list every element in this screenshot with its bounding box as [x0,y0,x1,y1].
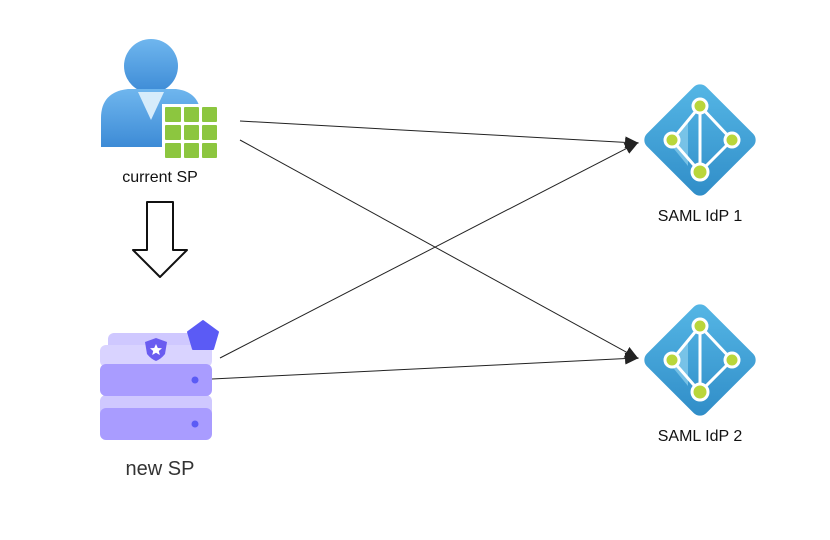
edge-current-sp-to-idp2 [239,139,639,359]
edge-new-sp-to-idp2 [211,352,639,380]
saml-idp-1-icon [644,84,756,196]
new-sp-label: new SP [125,458,195,480]
edge-current-sp-to-idp1 [239,120,639,149]
server-stack-icon [100,320,219,440]
saml-idp-2-icon [644,304,756,416]
user-grid-icon [101,39,220,161]
migration-arrow [132,201,188,278]
current-sp-label: current SP [122,169,198,186]
edge-new-sp-to-idp1 [219,142,639,359]
saml-idp-2-label: SAML IdP 2 [657,428,743,445]
saml-idp-1-label: SAML IdP 1 [657,208,743,225]
connectors [211,120,639,380]
